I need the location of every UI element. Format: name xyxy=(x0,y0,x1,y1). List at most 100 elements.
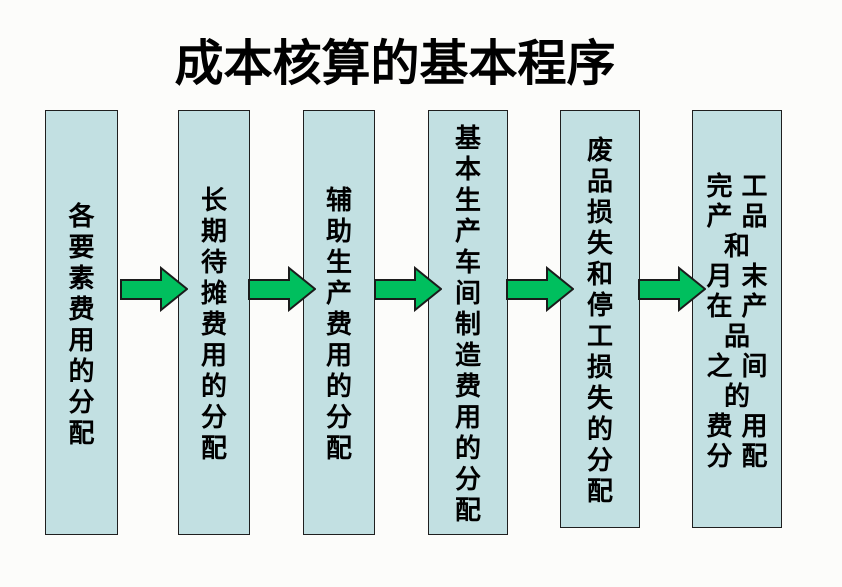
process-step-text-line: 生 xyxy=(454,183,481,215)
process-step-box: 各要素费用的分配 xyxy=(45,110,118,535)
process-step-text-line: 工 xyxy=(587,319,613,351)
process-step-text-line: 分 xyxy=(587,443,613,475)
process-step-text-line: 分 xyxy=(68,385,95,417)
process-step-text-line: 待 xyxy=(200,245,227,277)
process-step-char: 费 xyxy=(325,310,352,339)
process-step-char: 间 xyxy=(741,351,768,381)
process-step-char: 生 xyxy=(454,186,481,215)
process-step-text-line: 制 xyxy=(455,307,481,339)
process-step-text-line: 期 xyxy=(200,214,227,246)
process-step-text-line: 的 xyxy=(586,412,613,444)
process-step-char: 配 xyxy=(68,418,95,448)
process-step-char: 基 xyxy=(454,124,481,153)
process-step-text-line: 助 xyxy=(326,214,352,246)
process-step-text-line: 分 xyxy=(200,400,227,432)
process-step-char: 待 xyxy=(200,248,227,277)
process-step-char: 车 xyxy=(454,248,481,277)
process-step-char: 产 xyxy=(741,291,768,321)
process-step-char: 期 xyxy=(200,217,227,246)
process-step-char: 品 xyxy=(586,167,613,196)
process-step-char: 产 xyxy=(325,279,352,308)
process-step-char: 要 xyxy=(68,232,95,262)
process-step-box: 完工产品和月末在产品之间的费用分配 xyxy=(692,110,782,528)
process-step-text-line: 配 xyxy=(586,474,613,506)
process-step-char: 末 xyxy=(741,261,768,291)
process-step-box: 基本生产车间制造费用的分配 xyxy=(428,110,508,535)
process-step-char: 停 xyxy=(586,291,613,320)
process-step-text-line: 车 xyxy=(454,245,481,277)
process-step-char: 损 xyxy=(586,353,613,382)
process-step-text-line: 配 xyxy=(201,431,227,463)
process-step-char: 分 xyxy=(706,441,733,471)
process-step-text-line: 失 xyxy=(586,226,613,258)
process-step-char: 用 xyxy=(68,325,95,355)
process-step-text-line: 之间 xyxy=(706,349,767,381)
flow-arrow-right-icon xyxy=(248,265,317,317)
process-step-char: 配 xyxy=(586,477,613,506)
process-step-text-line: 损 xyxy=(587,195,613,227)
process-step-char: 产 xyxy=(706,201,733,231)
process-step-char: 失 xyxy=(586,229,613,258)
process-step-char: 长 xyxy=(200,186,227,215)
process-step-char: 配 xyxy=(325,434,352,463)
process-step-char: 摊 xyxy=(200,279,227,308)
process-step-text-line: 失 xyxy=(587,381,613,413)
process-step-char: 配 xyxy=(454,496,481,525)
process-step-char: 用 xyxy=(454,403,481,432)
process-step-text-line: 摊 xyxy=(200,276,227,308)
process-step-char: 品 xyxy=(741,201,768,231)
process-step-text-line: 辅 xyxy=(326,183,352,215)
process-step-text-line: 要 xyxy=(68,230,95,262)
process-step-char: 用 xyxy=(325,341,352,370)
process-step-text-line: 品 xyxy=(724,319,750,351)
process-step-char: 产 xyxy=(454,217,481,246)
process-step-char: 用 xyxy=(200,341,227,370)
process-step-char: 素 xyxy=(68,263,95,293)
process-step-text-line: 产品 xyxy=(706,199,767,231)
process-step-char: 的 xyxy=(68,356,95,386)
process-step-text-line: 和 xyxy=(587,257,613,289)
process-step-text-line: 素 xyxy=(68,261,95,293)
process-step-text-line: 的 xyxy=(455,431,481,463)
process-step-text-line: 完工 xyxy=(706,169,767,201)
process-step-text-line: 分 xyxy=(325,400,352,432)
process-step-text-line: 各 xyxy=(68,199,94,231)
process-step-text-line: 造 xyxy=(454,338,481,370)
process-step-char: 间 xyxy=(454,279,481,308)
process-step-char: 费 xyxy=(706,411,733,441)
process-step-text-line: 费 xyxy=(201,307,227,339)
flow-arrow-right-icon xyxy=(506,265,575,317)
process-step-char: 完 xyxy=(706,171,733,201)
process-step-text-line: 费 xyxy=(68,292,95,324)
process-step-char: 费 xyxy=(68,294,95,324)
process-step-char: 分 xyxy=(200,403,227,432)
process-step-char: 用 xyxy=(741,411,768,441)
process-step-text-line: 用 xyxy=(454,400,481,432)
process-step-text-line: 间 xyxy=(454,276,481,308)
process-step-char: 月 xyxy=(706,261,733,291)
process-step-text-line: 的 xyxy=(326,369,352,401)
process-step-box: 废品损失和停工损失的分配 xyxy=(560,110,640,528)
process-step-char: 的 xyxy=(586,415,613,444)
flow-arrow-right-icon xyxy=(120,265,189,317)
process-step-box: 辅助生产费用的分配 xyxy=(303,110,375,535)
process-step-char: 造 xyxy=(454,341,481,370)
process-step-text-line: 费 xyxy=(325,307,352,339)
process-step-char: 分 xyxy=(325,403,352,432)
process-step-box: 长期待摊费用的分配 xyxy=(178,110,250,535)
process-step-text-line: 费用 xyxy=(706,409,767,441)
process-step-text-line: 产 xyxy=(454,214,481,246)
process-step-char: 分 xyxy=(454,465,481,494)
process-step-text-line: 产 xyxy=(325,276,352,308)
process-step-text-line: 的 xyxy=(200,369,227,401)
process-step-text-line: 停 xyxy=(586,288,613,320)
process-step-text-line: 分配 xyxy=(706,439,767,471)
process-step-text-line: 用 xyxy=(68,323,95,355)
process-step-char: 分 xyxy=(68,387,95,417)
process-step-text-line: 配 xyxy=(68,416,95,448)
process-step-char: 的 xyxy=(200,372,227,401)
process-step-text-line: 长 xyxy=(200,183,227,215)
process-step-char: 在 xyxy=(706,291,733,321)
process-step-text-line: 费 xyxy=(455,369,481,401)
